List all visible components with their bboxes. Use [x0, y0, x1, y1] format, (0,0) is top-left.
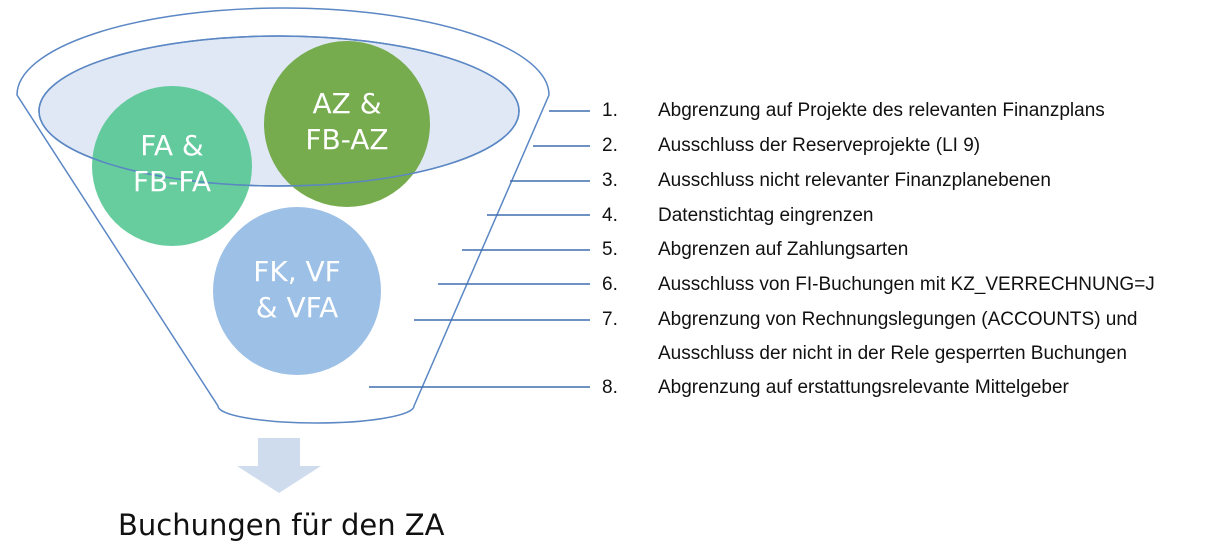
down-arrow-icon [237, 438, 321, 493]
circle-label-fk-line-1: FK, VF [253, 255, 341, 288]
circle-label-az: AZ & FB-AZ [284, 86, 410, 158]
step-text-7-line-2: Ausschluss der nicht in der Rele gesperr… [658, 343, 1127, 364]
connector-lines [369, 110, 590, 388]
circle-az-fb-az [264, 41, 430, 207]
funnel-top-ellipse-overlay [38, 35, 520, 187]
result-label: Buchungen für den ZA [118, 508, 445, 542]
step-number-1: 1. [602, 100, 618, 121]
circle-label-fa-line-2: FB-FA [132, 165, 212, 198]
step-number-8: 8. [602, 377, 618, 398]
step-text-6: Ausschluss von FI-Buchungen mit KZ_VERRE… [658, 274, 1155, 295]
step-text-8: Abgrenzung auf erstattungsrelevante Mitt… [658, 377, 1069, 398]
step-number-3: 3. [602, 170, 618, 191]
step-number-2: 2. [602, 135, 618, 156]
step-text-5: Abgrenzen auf Zahlungsarten [658, 239, 909, 260]
step-text-1: Abgrenzung auf Projekte des relevanten F… [658, 100, 1105, 121]
step-text-3: Ausschluss nicht relevanter Finanzplaneb… [658, 170, 1051, 191]
circle-label-fk-line-2: & VFA [255, 291, 339, 324]
step-text-4: Datenstichtag eingrenzen [658, 205, 874, 226]
circle-label-fa-line-1: FA & [140, 129, 204, 162]
step-number-4: 4. [602, 205, 618, 226]
step-text-2: Ausschluss der Reserveprojekte (LI 9) [658, 135, 981, 156]
step-number-6: 6. [602, 274, 618, 295]
step-number-7: 7. [602, 309, 618, 330]
step-number-5: 5. [602, 239, 618, 260]
circle-fa-fb-fa [92, 86, 252, 246]
circle-label-fa: FA & FB-FA [112, 128, 232, 200]
circle-label-az-line-1: AZ & [312, 87, 382, 120]
circle-label-fk: FK, VF & VFA [232, 254, 362, 326]
circle-fk-vf-vfa [213, 207, 381, 375]
circle-label-az-line-2: FB-AZ [305, 123, 389, 156]
step-text-7-line-1: Abgrenzung von Rechnungslegungen (ACCOUN… [658, 309, 1138, 330]
